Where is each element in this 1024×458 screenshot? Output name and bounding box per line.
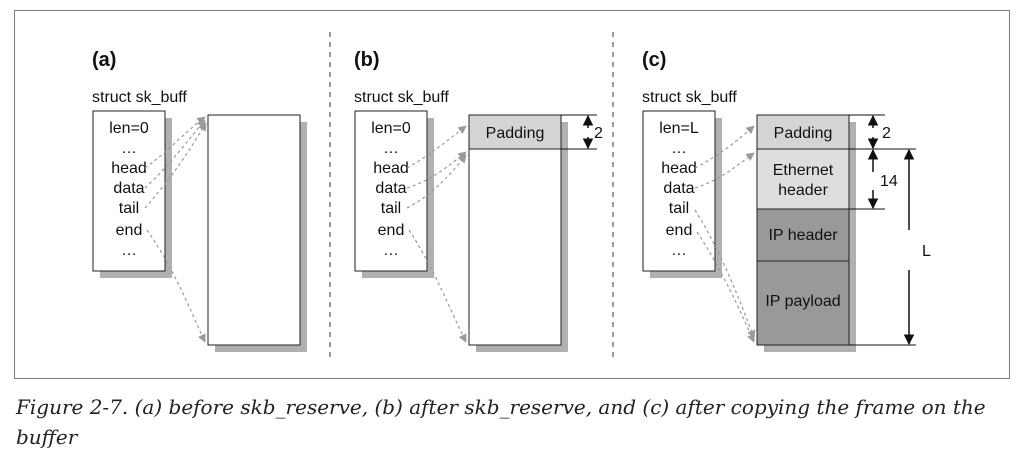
panel-c-total-size: L — [922, 243, 931, 260]
panel-a-label: (a) — [92, 49, 116, 71]
panel-b-field-tail: tail — [381, 200, 401, 217]
panel-b-end-pointer — [408, 229, 467, 343]
panel-c-field-end: end — [666, 222, 693, 239]
panel-c-ip-payload-label: IP payload — [765, 293, 840, 310]
panel-a-field-tail: tail — [119, 200, 139, 217]
panel-c-ethernet-header — [756, 148, 850, 210]
panel-b-padding-size: 2 — [594, 125, 603, 142]
panel-c-ethernet-label-2: header — [778, 182, 828, 199]
panel-b-head-pointer — [406, 125, 467, 169]
panel-a-field-ellipsis-2: … — [121, 242, 137, 259]
panel-c-field-ellipsis-1: … — [671, 140, 687, 157]
panel-c-field-data: data — [663, 180, 694, 197]
panel-b-field-end: end — [378, 222, 405, 239]
panel-c-struct-title: struct sk_buff — [642, 89, 737, 106]
panel-b-field-ellipsis-1: … — [383, 140, 399, 157]
panel-a-buffer — [207, 114, 301, 346]
panel-a-field-ellipsis-1: … — [121, 140, 137, 157]
panel-c-tail-pointer — [694, 209, 756, 339]
panel-b: (b) struct sk_buff len=0 … head data tai… — [354, 49, 603, 352]
panel-b-struct-box — [354, 110, 428, 272]
panel-a-field-head: head — [111, 160, 147, 177]
panel-a-field-len: len=0 — [109, 120, 149, 137]
panel-c-field-ellipsis-2: … — [671, 242, 687, 259]
panel-a: (a) struct sk_buff len=0 … head data tai… — [92, 49, 307, 352]
panel-b-field-head: head — [373, 160, 409, 177]
panel-c-ethernet-size: 14 — [880, 173, 898, 190]
panel-a-struct-box — [92, 110, 166, 272]
panel-c: (c) struct sk_buff len=L … head data tai… — [642, 49, 931, 352]
panel-c-field-tail: tail — [669, 200, 689, 217]
panel-c-struct-box — [642, 110, 716, 272]
panel-c-data-pointer — [694, 152, 755, 189]
panel-b-padding — [468, 114, 562, 150]
panel-a-field-data: data — [113, 180, 144, 197]
panel-b-label: (b) — [354, 49, 380, 71]
panel-a-end-pointer — [146, 229, 206, 343]
panel-c-padding — [756, 114, 850, 150]
panel-c-label: (c) — [642, 49, 666, 71]
panel-c-ip-header — [756, 208, 850, 262]
panel-c-head-pointer — [694, 125, 755, 169]
panel-b-buffer — [468, 114, 562, 346]
panel-a-data-pointer — [144, 119, 206, 189]
panel-a-struct-title: struct sk_buff — [92, 89, 187, 106]
panel-a-field-end: end — [116, 222, 143, 239]
panel-c-padding-label: Padding — [774, 125, 833, 142]
panel-c-ip-header-label: IP header — [768, 227, 838, 244]
panel-c-padding-size: 2 — [882, 125, 891, 142]
panel-a-tail-pointer — [144, 122, 207, 209]
figure-caption: Figure 2-7. (a) before skb_reserve, (b) … — [16, 395, 986, 449]
skb-reserve-diagram: (a) struct sk_buff len=0 … head data tai… — [92, 32, 931, 358]
panel-b-struct-title: struct sk_buff — [354, 89, 449, 106]
panel-b-field-ellipsis-2: … — [383, 242, 399, 259]
panel-c-field-len: len=L — [659, 120, 699, 137]
panel-b-field-data: data — [375, 180, 406, 197]
panel-b-data-pointer — [406, 151, 467, 189]
panel-c-ip-payload — [756, 260, 850, 346]
panel-b-field-len: len=0 — [371, 120, 411, 137]
panel-c-field-head: head — [661, 160, 697, 177]
panel-b-padding-label: Padding — [486, 125, 545, 142]
panel-c-ethernet-label-1: Ethernet — [773, 162, 834, 179]
panel-a-head-pointer — [144, 116, 206, 169]
panel-c-end-pointer — [696, 231, 755, 343]
panel-b-tail-pointer — [406, 154, 467, 209]
